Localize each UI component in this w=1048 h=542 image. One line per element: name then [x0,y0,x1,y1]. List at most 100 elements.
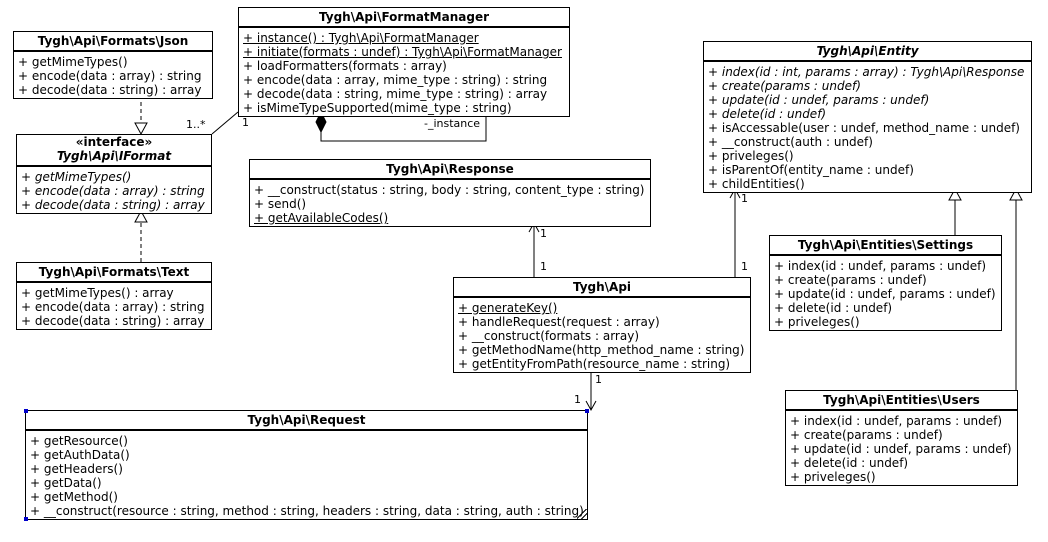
method-list: + index(id : int, params : array) : Tygh… [704,65,1031,192]
api-end-multiplicity-request: 1 [595,373,602,386]
method-list: + getMimeTypes() + encode(data : array) … [14,55,212,98]
class-entities-users[interactable]: Tygh\Api\Entities\Users + index(id : und… [785,390,1018,486]
method-item: + __construct(auth : undef) [708,135,873,149]
method-item: + index(id : int, params : array) : Tygh… [708,65,1025,79]
method-list: + getResource() + getAuthData() + getHea… [26,434,587,519]
method-item: + decode(data : string) : array [21,198,205,212]
api-request-association: 1 1 [574,369,602,412]
method-item: + isMimeTypeSupported(mime_type : string… [243,101,512,115]
method-item: + decode(data : string) : array [21,314,205,328]
request-end-multiplicity: 1 [574,393,581,406]
method-item: + __construct(resource : string, method … [30,504,584,518]
class-name: Tygh\Api\Entity [816,44,919,58]
method-item: + instance() : Tygh\Api\FormatManager [243,31,479,45]
class-entities-settings[interactable]: Tygh\Api\Entities\Settings + index(id : … [769,235,1002,331]
method-item: + getMethodName(http_method_name : strin… [458,343,745,357]
method-item: + encode(data : array, mime_type : strin… [243,73,548,87]
method-item: + loadFormatters(formats : array) [243,59,447,73]
method-item: + getMimeTypes() : array [21,286,174,300]
method-item: + update(id : undef, params : undef) [790,442,1012,456]
method-item: + create(params : undef) [774,273,927,287]
method-item: + delete(id : undef) [790,456,909,470]
method-item: + getResource() [30,434,128,448]
method-list: + index(id : undef, params : undef) + cr… [786,414,1017,485]
stereotype-label: «interface» [75,135,153,149]
class-response[interactable]: Tygh\Api\Response + __construct(status :… [249,159,651,227]
formatmanager-iformat-association: 1..* 1 [186,111,249,135]
method-item: + send() [254,197,307,211]
method-item: + __construct(formats : array) [458,329,640,343]
text-realizes-iformat [134,209,148,262]
method-item: + decode(data : string, mime_type : stri… [243,87,548,101]
method-item: + initiate(formats : undef) : Tygh\Api\F… [243,45,562,59]
method-item: + __construct(status : string, body : st… [254,183,645,197]
entity-end-multiplicity: 1 [741,192,748,205]
class-request[interactable]: Tygh\Api\Request + getResource() + getAu… [24,409,589,521]
settings-extends-entity [948,187,962,235]
selection-handle[interactable] [585,409,589,413]
multiplicity-one-label: 1 [242,116,249,129]
method-item: + getMimeTypes() [18,55,128,69]
method-item: + priveleges() [708,149,794,163]
response-end-multiplicity: 1 [540,227,547,240]
class-text[interactable]: Tygh\Api\Formats\Text + getMimeTypes() :… [16,262,212,330]
method-item: + priveleges() [790,470,876,484]
class-name: Tygh\Api\Entities\Settings [797,238,974,252]
class-name: Tygh\Api\Request [247,413,366,427]
class-name: Tygh\Api\Response [386,162,514,176]
method-item: + getEntityFromPath(resource_name : stri… [458,357,731,371]
class-name: Tygh\Api [572,280,632,294]
instance-role-label: -_instance [424,117,480,130]
users-extends-entity [1009,187,1023,390]
selection-handle[interactable] [24,517,28,521]
json-realizes-iformat [134,95,148,136]
method-item: + update(id : undef, params : undef) [774,287,996,301]
method-list: + generateKey() + handleRequest(request … [454,301,750,372]
class-entity[interactable]: Tygh\Api\Entity + index(id : int, params… [703,41,1032,193]
class-name: Tygh\Api\FormatManager [318,10,489,24]
class-format-manager[interactable]: Tygh\Api\FormatManager + instance() : Ty… [238,7,570,117]
class-json[interactable]: Tygh\Api\Formats\Json + getMimeTypes() +… [13,31,213,99]
method-item: + encode(data : array) : string [21,300,205,314]
method-item: + getData() [30,476,102,490]
method-list: + __construct(status : string, body : st… [250,183,650,226]
method-list: + getMimeTypes() + encode(data : array) … [17,170,211,213]
method-item: + isParentOf(entity_name : undef) [708,163,914,177]
method-item: + getMimeTypes() [21,170,132,184]
class-name: Tygh\Api\Formats\Text [38,265,190,279]
method-item: + create(params : undef) [790,428,943,442]
class-api[interactable]: Tygh\Api + generateKey() + handleRequest… [453,277,751,373]
formatmanager-instance-composition: -_instance [315,110,487,142]
method-item: + index(id : undef, params : undef) [790,414,1003,428]
method-item: + delete(id : undef) [708,107,827,121]
multiplicity-many-label: 1..* [186,118,206,131]
api-end-multiplicity-response: 1 [540,260,547,273]
method-list: + instance() : Tygh\Api\FormatManager + … [239,31,569,116]
method-item: + handleRequest(request : array) [458,315,660,329]
method-item: + encode(data : array) : string [21,184,205,198]
method-item: + getHeaders() [30,462,123,476]
method-item: + isAccessable(user : undef, method_name… [708,121,1020,135]
method-item: + generateKey() [458,301,558,315]
method-item: + encode(data : array) : string [18,69,202,83]
method-item: + getAuthData() [30,448,130,462]
method-item: + update(id : undef, params : undef) [708,93,930,107]
method-item: + priveleges() [774,315,860,329]
resize-grip[interactable] [577,509,587,519]
method-item: + delete(id : undef) [774,301,893,315]
method-item: + create(params : undef) [708,79,861,93]
selection-handle[interactable] [24,409,28,413]
api-response-association: 1 1 [528,221,547,277]
api-end-multiplicity-entity: 1 [741,260,748,273]
method-item: + getMethod() [30,490,118,504]
class-name: Tygh\Api\Formats\Json [37,34,189,48]
interface-iformat[interactable]: «interface» Tygh\Api\IFormat + getMimeTy… [16,134,212,214]
class-name: Tygh\Api\Entities\Users [823,393,980,407]
method-list: + index(id : undef, params : undef) + cr… [770,259,1001,330]
method-item: + decode(data : string) : array [18,83,202,97]
method-item: + getAvailableCodes() [254,211,389,225]
method-list: + getMimeTypes() : array + encode(data :… [17,286,211,329]
method-item: + index(id : undef, params : undef) [774,259,987,273]
class-name: Tygh\Api\IFormat [56,149,172,163]
